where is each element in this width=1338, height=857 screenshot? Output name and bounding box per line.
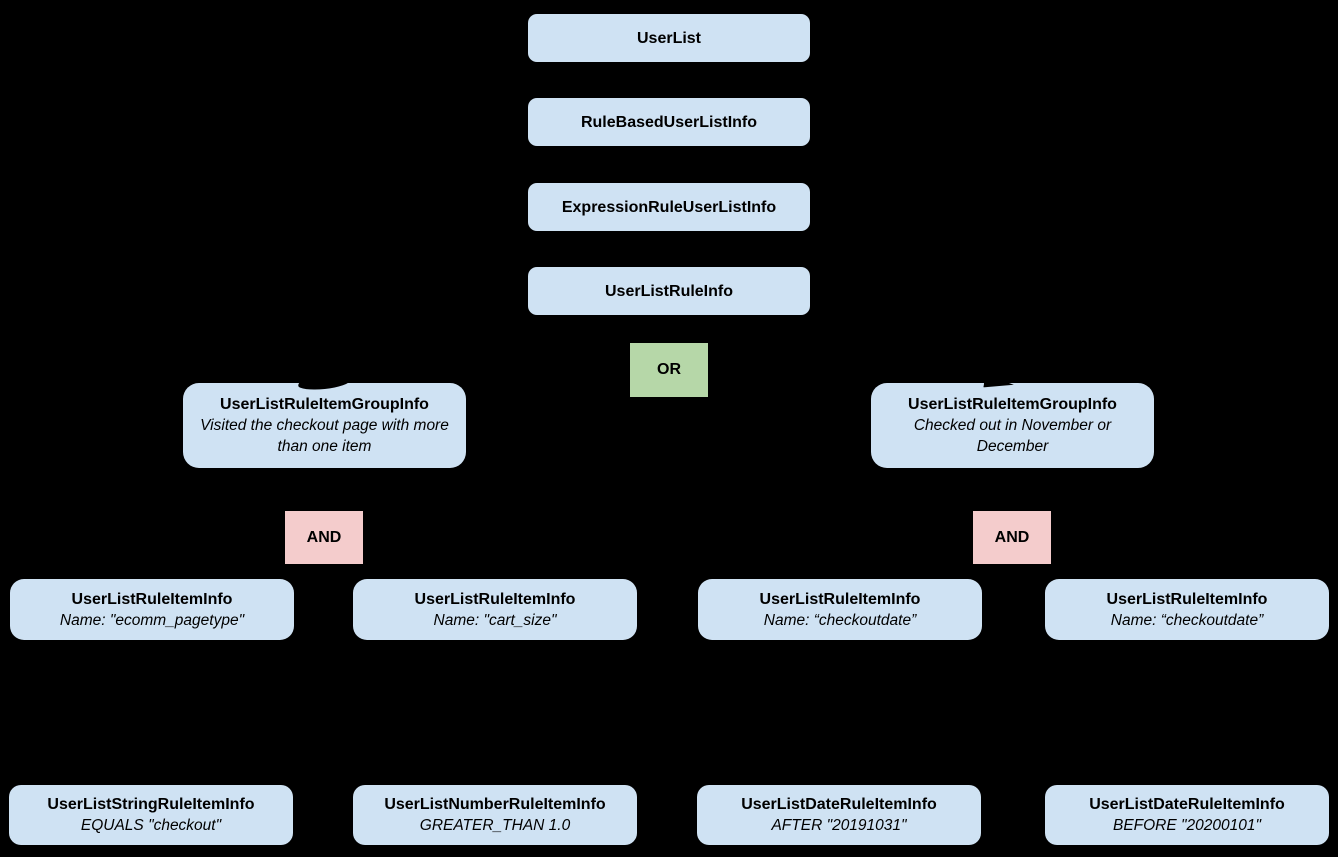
group-title: UserListRuleItemGroupInfo (220, 396, 429, 413)
group-subtitle: Checked out in November or December (913, 417, 1112, 455)
rule-item-title: UserListRuleItemInfo (414, 590, 576, 608)
group-subtitle: Visited the checkout page with more than… (200, 417, 449, 455)
group-title: UserListRuleItemGroupInfo (908, 396, 1117, 413)
group-node-right: UserListRuleItemGroupInfo Checked out in… (871, 383, 1154, 468)
operand-title: UserListDateRuleItemInfo (1089, 796, 1285, 813)
operand-node-date-before: UserListDateRuleItemInfo BEFORE "2020010… (1045, 785, 1329, 845)
node-user-list-rule-info: UserListRuleInfo (528, 267, 810, 315)
and-operator-label: AND (994, 528, 1030, 546)
node-rule-based-user-list-info: RuleBasedUserListInfo (528, 98, 810, 146)
operand-subtitle: EQUALS "checkout" (80, 817, 222, 834)
rule-item-node-1: UserListRuleItemInfo Name: "ecomm_pagety… (10, 579, 294, 640)
and-operator-box-left: AND (285, 511, 363, 564)
rule-item-title: UserListRuleItemInfo (759, 590, 921, 608)
group-node-left: UserListRuleItemGroupInfo Visited the ch… (183, 383, 466, 468)
and-operator-label: AND (306, 528, 342, 546)
rule-item-title: UserListRuleItemInfo (1106, 590, 1268, 608)
operand-node-number: UserListNumberRuleItemInfo GREATER_THAN … (353, 785, 637, 845)
operand-subtitle: AFTER "20191031" (771, 817, 907, 834)
operand-title: UserListNumberRuleItemInfo (384, 796, 606, 813)
rule-item-node-4: UserListRuleItemInfo Name: “checkoutdate… (1045, 579, 1329, 640)
rule-item-subtitle: Name: "cart_size" (433, 611, 557, 629)
node-label: UserList (636, 29, 702, 47)
and-operator-box-right: AND (973, 511, 1051, 564)
operand-subtitle: BEFORE "20200101" (1112, 817, 1261, 834)
rule-item-subtitle: Name: “checkoutdate” (763, 611, 917, 629)
node-userlist: UserList (528, 14, 810, 62)
node-label: ExpressionRuleUserListInfo (561, 198, 777, 216)
operand-node-string: UserListStringRuleItemInfo EQUALS "check… (9, 785, 293, 845)
node-label: RuleBasedUserListInfo (580, 113, 758, 131)
operand-node-date-after: UserListDateRuleItemInfo AFTER "20191031… (697, 785, 981, 845)
node-expression-rule-user-list-info: ExpressionRuleUserListInfo (528, 183, 810, 231)
node-label: UserListRuleInfo (604, 282, 733, 300)
or-operator-box: OR (630, 343, 708, 397)
rule-item-subtitle: Name: "ecomm_pagetype" (59, 611, 245, 629)
operand-subtitle: GREATER_THAN 1.0 (419, 817, 571, 834)
rule-item-node-2: UserListRuleItemInfo Name: "cart_size" (353, 579, 637, 640)
operand-title: UserListStringRuleItemInfo (47, 796, 255, 813)
operand-title: UserListDateRuleItemInfo (741, 796, 937, 813)
rule-item-title: UserListRuleItemInfo (71, 590, 233, 608)
rule-item-node-3: UserListRuleItemInfo Name: “checkoutdate… (698, 579, 982, 640)
or-operator-label: OR (657, 361, 681, 378)
rule-item-subtitle: Name: “checkoutdate” (1110, 611, 1264, 629)
